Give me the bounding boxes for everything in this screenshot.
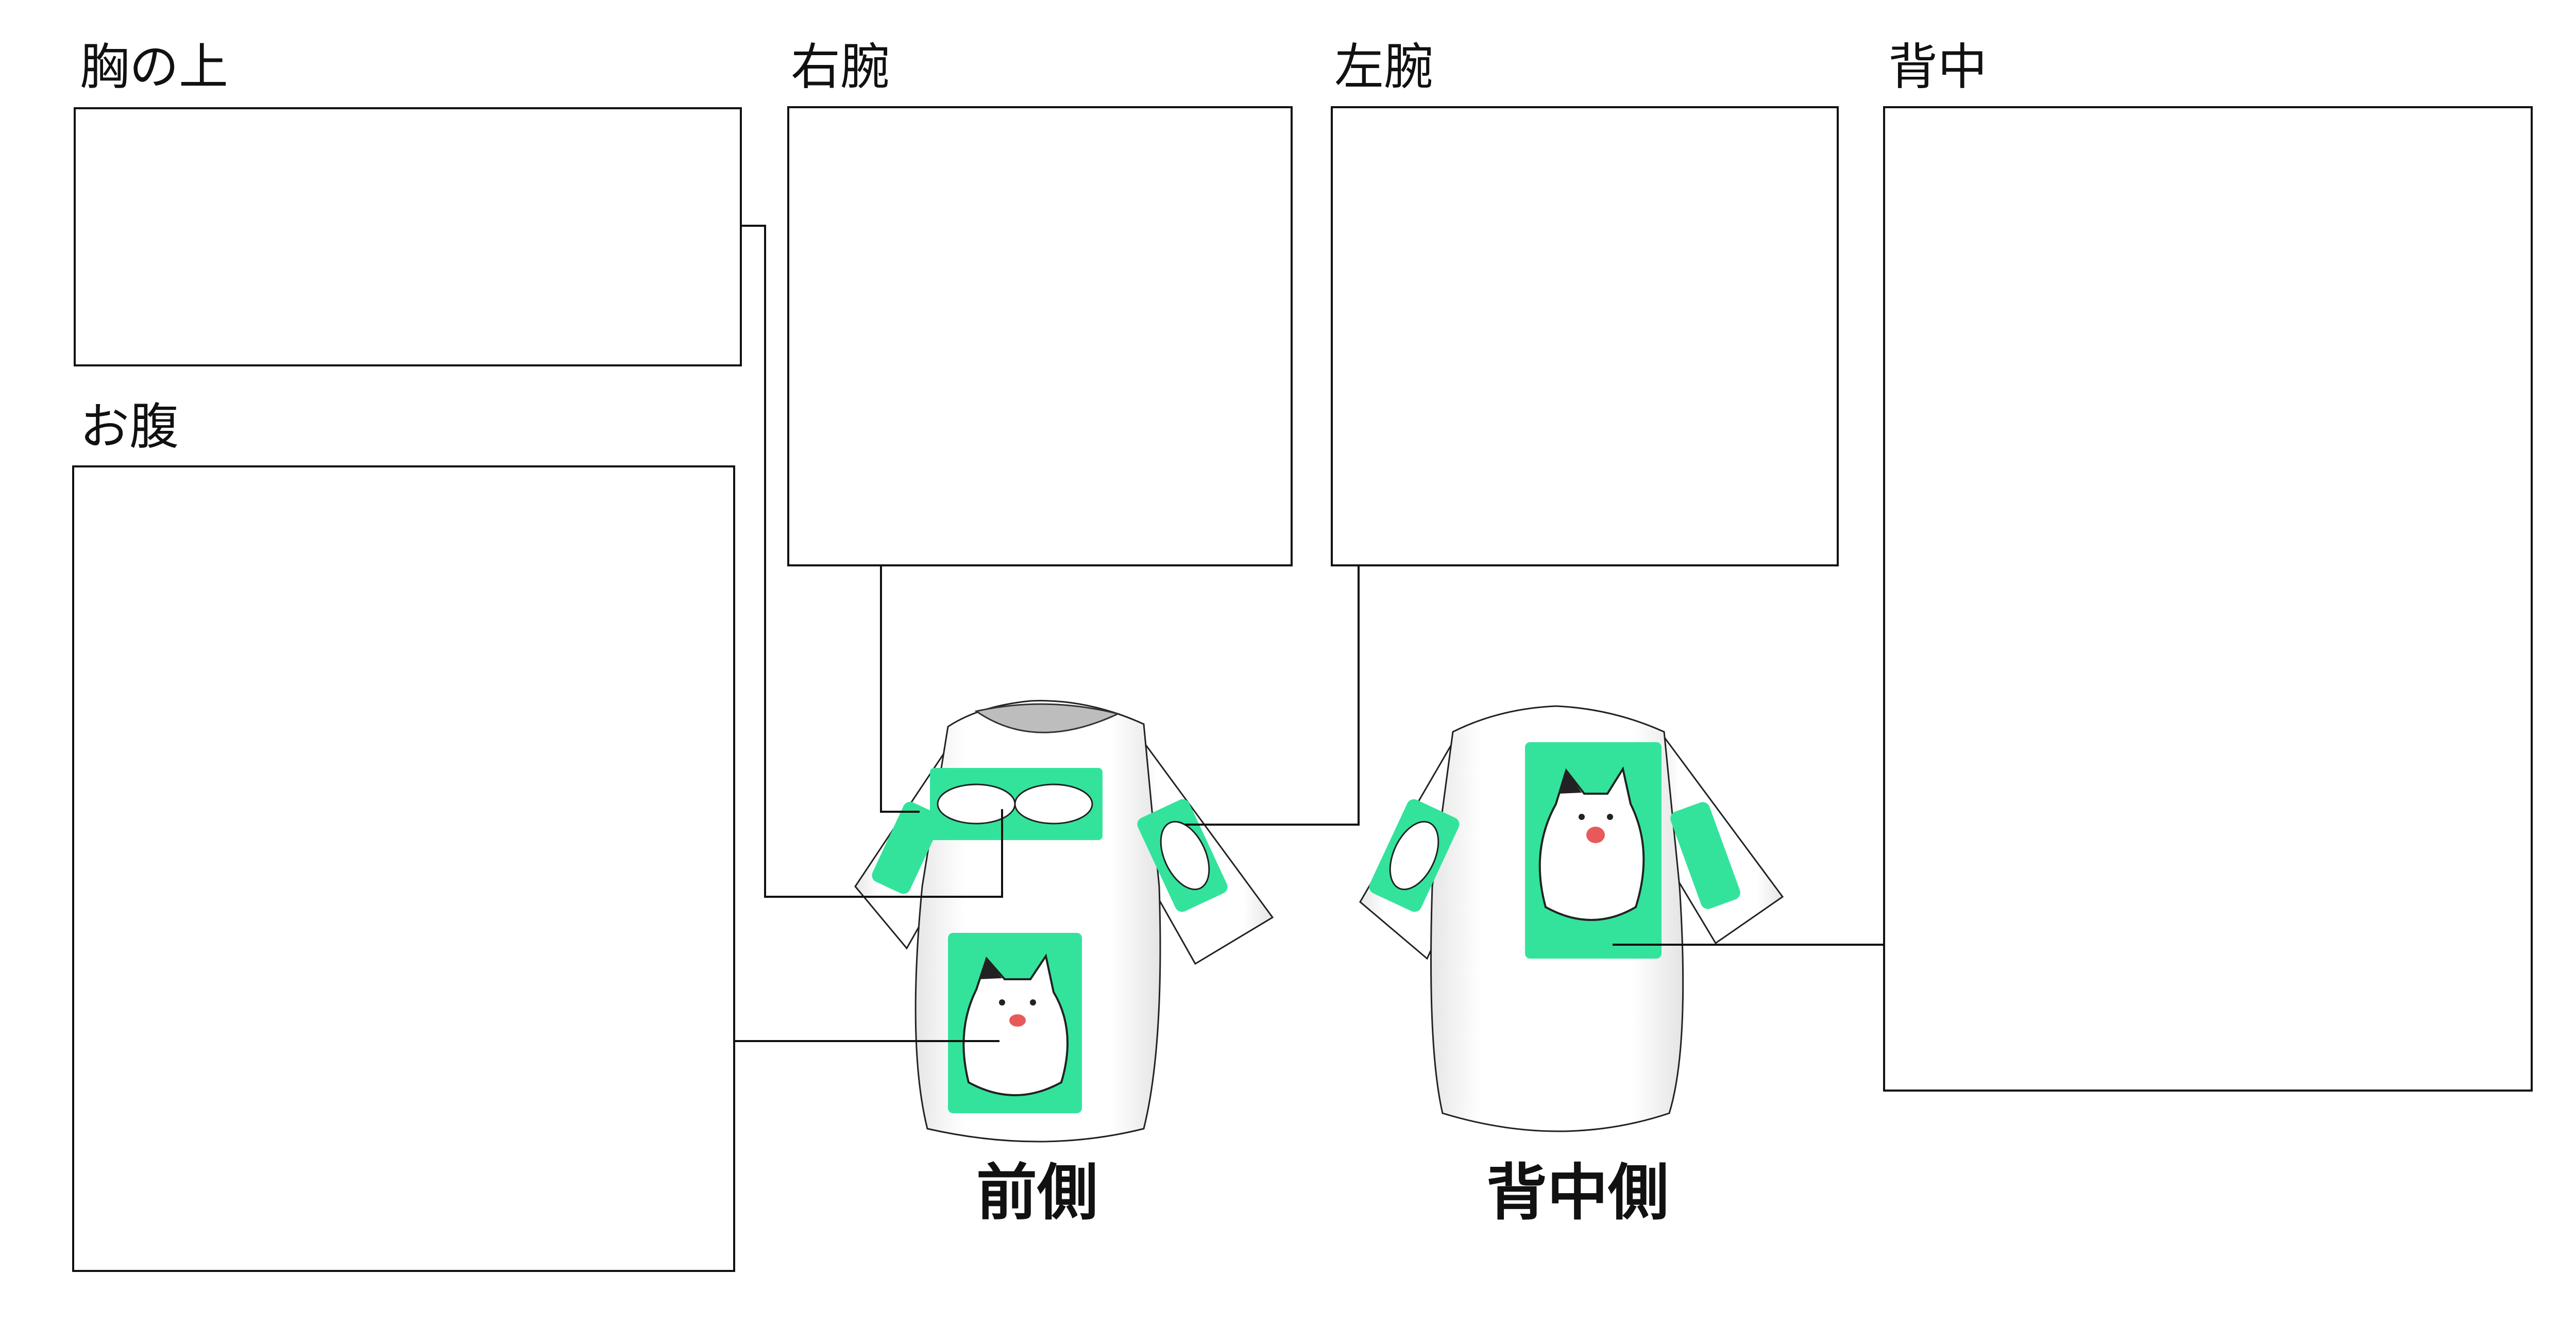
label-belly: お腹	[80, 398, 179, 456]
label-chest-upper: 胸の上	[80, 38, 228, 96]
cat-mascot-icon	[962, 953, 1069, 1096]
chest-upper-box[interactable]	[74, 107, 742, 366]
back-box[interactable]	[1883, 106, 2533, 1092]
tshirt-front-icon	[854, 700, 1274, 1143]
leader-chest-upper	[742, 225, 1003, 898]
right-arm-box[interactable]	[787, 106, 1293, 566]
belly-box[interactable]	[72, 465, 735, 1272]
tshirt-back-icon	[1359, 705, 1784, 1132]
label-left-arm: 左腕	[1334, 38, 1433, 96]
leader-left-arm	[1185, 566, 1360, 826]
label-right-arm: 右腕	[791, 38, 890, 96]
caption-back: 背中側	[1486, 1157, 1669, 1228]
leader-lines	[735, 225, 1883, 1042]
left-arm-box[interactable]	[1331, 106, 1839, 566]
label-back: 背中	[1888, 38, 1987, 96]
caption-front: 前側	[976, 1157, 1098, 1228]
leader-right-arm	[880, 566, 920, 813]
